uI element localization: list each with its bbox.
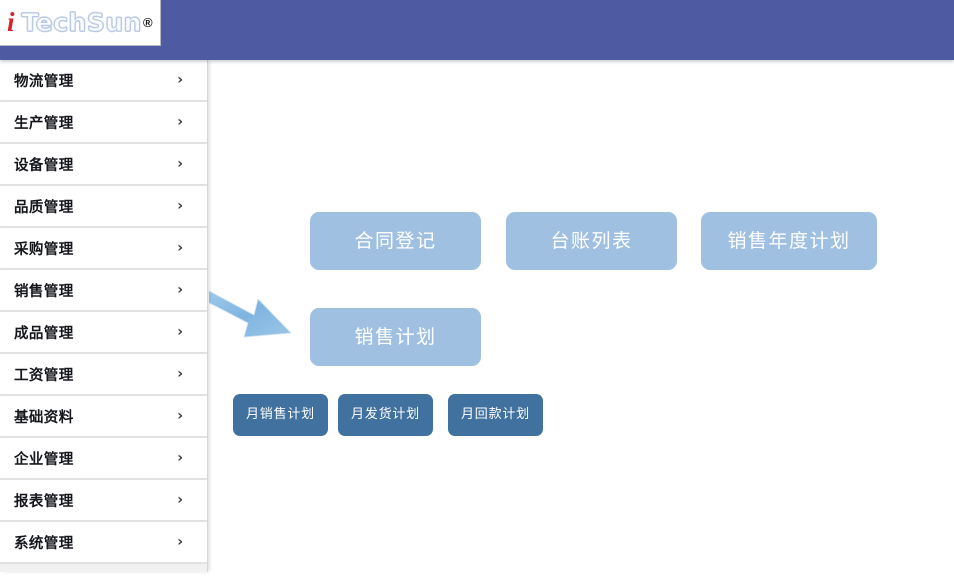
- diagonal-arrow-icon: [209, 290, 292, 338]
- sidebar-item-11[interactable]: 系统管理 ›: [0, 522, 207, 563]
- sidebar-item-label: 采购管理: [14, 241, 74, 258]
- sidebar-item-10[interactable]: 报表管理 ›: [0, 480, 207, 521]
- main-content: 合同登记台账列表销售年度计划销售计划月销售计划月发货计划月回款计划: [209, 60, 954, 587]
- sidebar-item-9[interactable]: 企业管理 ›: [0, 438, 207, 479]
- diagram-node-ledger-list[interactable]: 台账列表: [506, 212, 677, 270]
- sidebar-item-3[interactable]: 品质管理 ›: [0, 186, 207, 227]
- sidebar-item-label: 系统管理: [14, 535, 74, 552]
- chevron-right-icon: ›: [177, 240, 183, 256]
- sidebar-item-label: 设备管理: [14, 157, 74, 174]
- brand-logo[interactable]: i TechSun ®: [0, 0, 161, 46]
- chevron-right-icon: ›: [177, 198, 183, 214]
- diagram-node-annual-sales-plan[interactable]: 销售年度计划: [701, 212, 877, 270]
- sidebar-item-1[interactable]: 生产管理 ›: [0, 102, 207, 143]
- sidebar-item-label: 报表管理: [14, 493, 74, 510]
- logo-initial-letter: i: [7, 7, 15, 37]
- chevron-right-icon: ›: [177, 324, 183, 340]
- diagram-node-monthly-shipment-plan[interactable]: 月发货计划: [338, 394, 433, 436]
- app-header: i TechSun ®: [0, 0, 954, 60]
- chevron-right-icon: ›: [177, 408, 183, 424]
- chevron-right-icon: ›: [177, 492, 183, 508]
- chevron-right-icon: ›: [177, 534, 183, 550]
- chevron-right-icon: ›: [177, 282, 183, 298]
- sidebar-item-label: 企业管理: [14, 451, 74, 468]
- diagram-node-monthly-payment-plan[interactable]: 月回款计划: [448, 394, 543, 436]
- sidebar-item-label: 物流管理: [14, 73, 74, 90]
- diagram-node-sales-plan[interactable]: 销售计划: [310, 308, 481, 366]
- sidebar-item-6[interactable]: 成品管理 ›: [0, 312, 207, 353]
- sidebar-item-2[interactable]: 设备管理 ›: [0, 144, 207, 185]
- logo-wordmark: TechSun: [21, 8, 142, 37]
- sidebar-item-label: 品质管理: [14, 199, 74, 216]
- sidebar-item-label: 成品管理: [14, 325, 74, 342]
- sidebar-item-5[interactable]: 销售管理 ›: [0, 270, 207, 311]
- chevron-right-icon: ›: [177, 72, 183, 88]
- sidebar-item-7[interactable]: 工资管理 ›: [0, 354, 207, 395]
- chevron-right-icon: ›: [177, 114, 183, 130]
- sidebar-item-8[interactable]: 基础资料 ›: [0, 396, 207, 437]
- main-sidebar: 物流管理 › 生产管理 › 设备管理 › 品质管理 › 采购管理 › 销售管理 › 成品管理 › 工资管理 ›…: [0, 60, 208, 572]
- diagram-node-monthly-sales-plan[interactable]: 月销售计划: [233, 394, 328, 436]
- sidebar-item-label: 工资管理: [14, 367, 74, 384]
- registered-trademark-icon: ®: [142, 15, 153, 30]
- sidebar-menu-list: 物流管理 › 生产管理 › 设备管理 › 品质管理 › 采购管理 › 销售管理 › 成品管理 › 工资管理 ›…: [0, 60, 207, 563]
- chevron-right-icon: ›: [177, 156, 183, 172]
- sidebar-item-label: 销售管理: [14, 283, 74, 300]
- chevron-right-icon: ›: [177, 450, 183, 466]
- diagram-node-contract-registration[interactable]: 合同登记: [310, 212, 481, 270]
- sidebar-item-0[interactable]: 物流管理 ›: [0, 60, 207, 101]
- sidebar-item-label: 基础资料: [14, 409, 74, 426]
- chevron-right-icon: ›: [177, 366, 183, 382]
- sidebar-item-label: 生产管理: [14, 115, 74, 132]
- sidebar-item-4[interactable]: 采购管理 ›: [0, 228, 207, 269]
